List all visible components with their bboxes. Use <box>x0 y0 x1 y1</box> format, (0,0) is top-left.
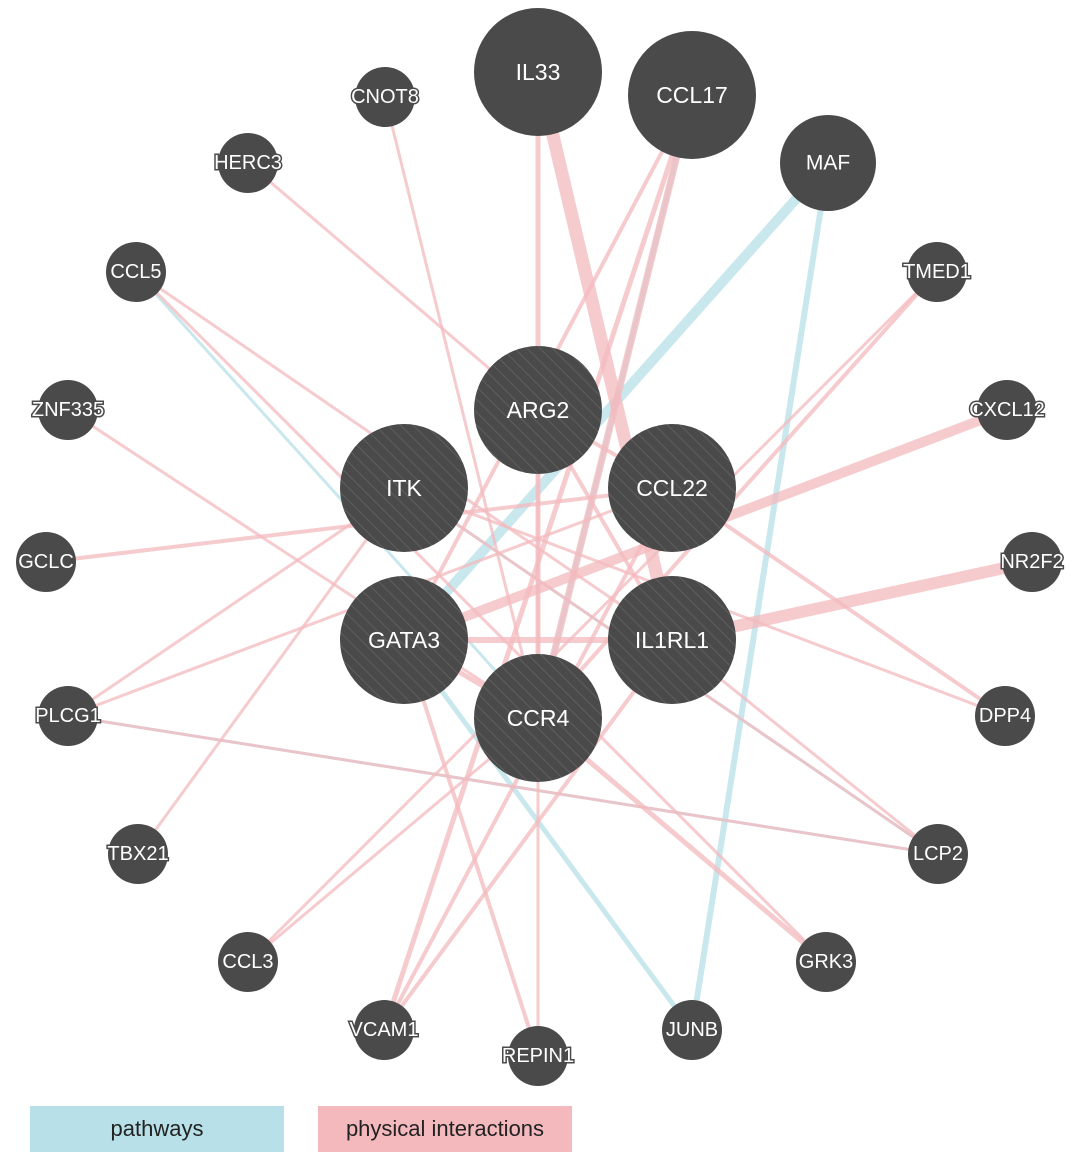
node-grk3[interactable]: GRK3 <box>796 932 856 992</box>
node-herc3[interactable]: HERC3 <box>213 133 283 193</box>
node-il33[interactable]: IL33 <box>474 8 602 136</box>
node-label-ccr4: CCR4 <box>507 705 570 731</box>
node-ccl5[interactable]: CCL5 <box>106 242 166 302</box>
node-circle-lcp2[interactable] <box>908 824 968 884</box>
node-label-lcp2: LCP2 <box>913 843 963 865</box>
node-plcg1[interactable]: PLCG1 <box>34 686 102 746</box>
node-label-ccl5: CCL5 <box>110 261 161 283</box>
node-circle-repin1[interactable] <box>508 1026 568 1086</box>
node-label-gata3: GATA3 <box>368 627 440 653</box>
edge-plcg1-itk <box>67 486 405 718</box>
node-label-herc3: HERC3 <box>214 152 282 174</box>
node-label-gclc: GCLC <box>18 551 74 573</box>
node-tmed1[interactable]: TMED1 <box>902 242 972 302</box>
node-label-maf: MAF <box>806 152 850 175</box>
node-label-itk: ITK <box>386 475 422 501</box>
node-circle-znf335[interactable] <box>38 380 98 440</box>
node-circle-il33[interactable] <box>474 8 602 136</box>
edge-ccl5-ccr4 <box>134 270 540 720</box>
node-circle-gata3[interactable] <box>340 576 468 704</box>
node-circle-ccl5[interactable] <box>106 242 166 302</box>
node-label-ccl3: CCL3 <box>222 951 273 973</box>
node-label-ccl17: CCL17 <box>656 82 728 108</box>
node-label-junb: JUNB <box>666 1019 718 1041</box>
edge-tmed1-ccr4 <box>536 270 939 720</box>
node-arg2[interactable]: ARG2 <box>474 346 602 474</box>
node-circle-tbx21[interactable] <box>108 824 168 884</box>
node-ccr4[interactable]: CCR4 <box>474 654 602 782</box>
node-itk[interactable]: ITK <box>340 424 468 552</box>
node-circle-tmed1[interactable] <box>907 242 967 302</box>
edge-maf-junb <box>689 162 831 1031</box>
edge-gata3-repin1 <box>402 639 540 1057</box>
node-cnot8[interactable]: CNOT8 <box>350 67 420 127</box>
node-circle-itk[interactable] <box>340 424 468 552</box>
node-circle-herc3[interactable] <box>218 133 278 193</box>
node-circle-il1rl1[interactable] <box>608 576 736 704</box>
node-gclc[interactable]: GCLC <box>16 532 76 592</box>
node-gata3[interactable]: GATA3 <box>340 576 468 704</box>
node-circle-gclc[interactable] <box>16 532 76 592</box>
node-ccl17[interactable]: CCL17 <box>628 31 756 159</box>
node-label-cnot8: CNOT8 <box>351 86 419 108</box>
node-label-ccl22: CCL22 <box>636 475 708 501</box>
node-lcp2[interactable]: LCP2 <box>908 824 968 884</box>
node-circle-arg2[interactable] <box>474 346 602 474</box>
legend-pathways: pathways <box>30 1106 284 1152</box>
node-vcam1[interactable]: VCAM1 <box>348 1000 420 1060</box>
node-circle-nr2f2[interactable] <box>1002 532 1062 592</box>
legend-physical-interactions-label: physical interactions <box>345 1116 545 1141</box>
node-circle-dpp4[interactable] <box>975 686 1035 746</box>
node-il1rl1[interactable]: IL1RL1 <box>608 576 736 704</box>
legend-pathways-label: pathways <box>110 1116 204 1141</box>
node-cxcl12[interactable]: CXCL12 <box>968 380 1046 440</box>
node-label-nr2f2: NR2F2 <box>1000 551 1063 573</box>
edge-gata3-junb <box>401 638 695 1032</box>
node-repin1[interactable]: REPIN1 <box>500 1026 576 1086</box>
edge-tbx21-itk <box>136 487 406 855</box>
node-label-tbx21: TBX21 <box>107 843 168 865</box>
node-circle-ccl3[interactable] <box>218 932 278 992</box>
edge-cnot8-ccr4 <box>383 96 540 719</box>
edge-layer <box>45 70 1034 1057</box>
node-circle-cxcl12[interactable] <box>977 380 1037 440</box>
node-label-znf335: ZNF335 <box>32 399 104 421</box>
node-dpp4[interactable]: DPP4 <box>975 686 1035 746</box>
node-label-vcam1: VCAM1 <box>350 1019 419 1041</box>
node-junb[interactable]: JUNB <box>662 1000 722 1060</box>
node-label-grk3: GRK3 <box>799 951 853 973</box>
node-circle-cnot8[interactable] <box>355 67 415 127</box>
node-circle-vcam1[interactable] <box>354 1000 414 1060</box>
edge-il1rl1-vcam1 <box>382 638 674 1032</box>
node-label-il1rl1: IL1RL1 <box>635 627 709 653</box>
node-maf[interactable]: MAF <box>780 115 876 211</box>
node-label-cxcl12: CXCL12 <box>969 399 1045 421</box>
node-label-il33: IL33 <box>516 59 561 85</box>
legend-physical-interactions: physical interactions <box>318 1106 572 1152</box>
node-label-repin1: REPIN1 <box>502 1045 574 1067</box>
node-tbx21[interactable]: TBX21 <box>106 824 170 884</box>
node-ccl3[interactable]: CCL3 <box>218 932 278 992</box>
edge-plcg1-lcp2 <box>67 714 939 856</box>
edge-ccl17-ccr4 <box>534 94 696 719</box>
node-circle-plcg1[interactable] <box>38 686 98 746</box>
edge-dpp4-ccl22 <box>670 486 1007 718</box>
node-circle-maf[interactable] <box>780 115 876 211</box>
edge-ccl5-grk3 <box>134 270 828 964</box>
node-circle-ccl22[interactable] <box>608 424 736 552</box>
node-label-arg2: ARG2 <box>507 397 570 423</box>
node-circle-ccr4[interactable] <box>474 654 602 782</box>
node-nr2f2[interactable]: NR2F2 <box>999 532 1065 592</box>
node-label-plcg1: PLCG1 <box>35 705 101 727</box>
node-znf335[interactable]: ZNF335 <box>30 380 106 440</box>
node-label-tmed1: TMED1 <box>903 261 971 283</box>
node-ccl22[interactable]: CCL22 <box>608 424 736 552</box>
node-label-dpp4: DPP4 <box>979 705 1031 727</box>
node-circle-grk3[interactable] <box>796 932 856 992</box>
node-circle-junb[interactable] <box>662 1000 722 1060</box>
node-circle-ccl17[interactable] <box>628 31 756 159</box>
